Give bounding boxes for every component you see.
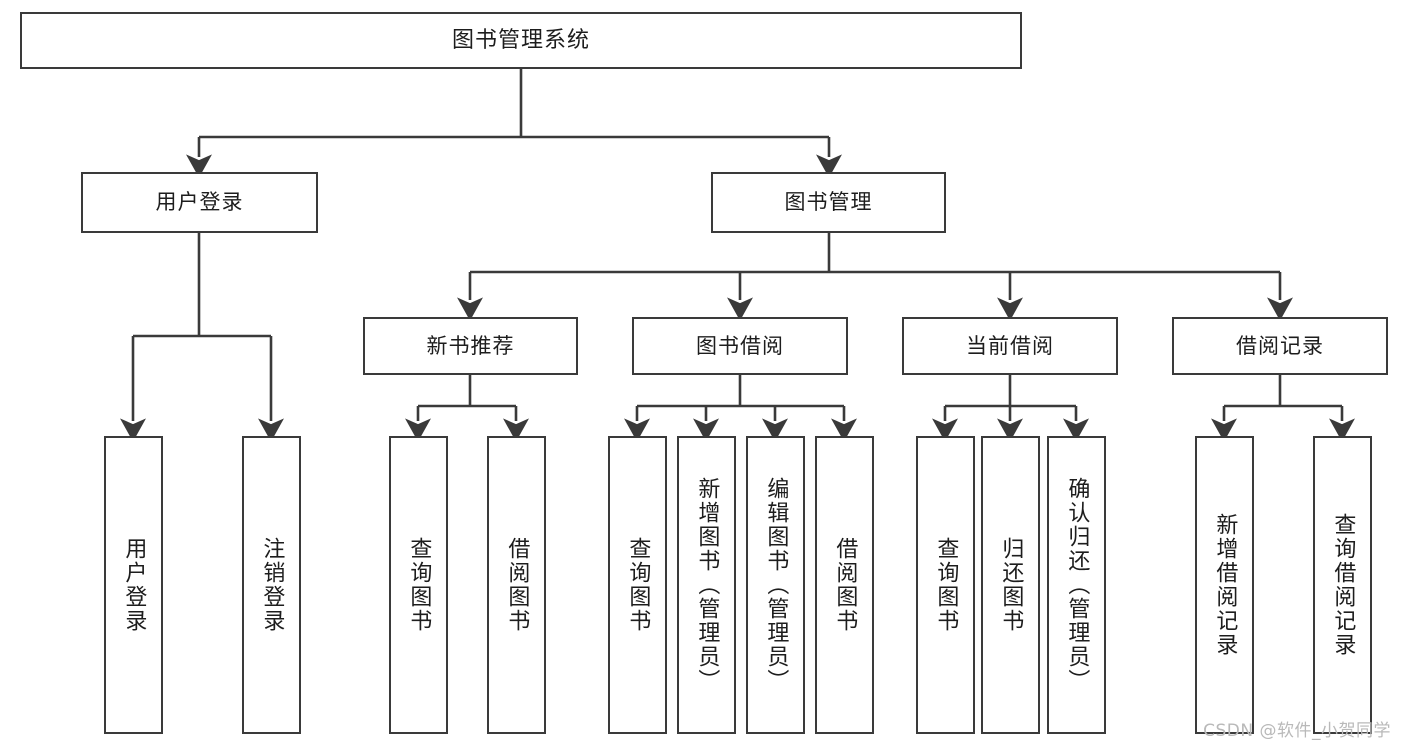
- leaf-add-borrow-record[interactable]: 新增借阅记录: [1195, 436, 1254, 734]
- leaf-query-book-current[interactable]: 查询图书: [916, 436, 975, 734]
- csdn-watermark: CSDN @软件_小贺同学: [1203, 721, 1391, 741]
- node-label: 借阅图书: [832, 537, 858, 633]
- node-borrow-record[interactable]: 借阅记录: [1172, 317, 1388, 375]
- leaf-edit-book-admin[interactable]: 编辑图书（管理员）: [746, 436, 805, 734]
- node-label: 用户登录: [155, 190, 244, 215]
- node-book-borrow[interactable]: 图书借阅: [632, 317, 848, 375]
- leaf-query-book-borrow[interactable]: 查询图书: [608, 436, 667, 734]
- node-label: 图书借阅: [696, 333, 784, 358]
- node-label: 查询图书: [933, 537, 959, 633]
- node-label: 确认归还（管理员）: [1064, 477, 1090, 693]
- node-label: 新增图书（管理员）: [694, 477, 720, 693]
- leaf-add-book-admin[interactable]: 新增图书（管理员）: [677, 436, 736, 734]
- node-label: 图书管理系统: [451, 27, 590, 53]
- node-user-login[interactable]: 用户登录: [81, 172, 318, 233]
- node-label: 查询图书: [406, 537, 432, 633]
- node-label: 借阅图书: [504, 537, 530, 633]
- node-label: 新增借阅记录: [1212, 513, 1238, 657]
- leaf-borrow-book[interactable]: 借阅图书: [815, 436, 874, 734]
- node-root-book-management-system[interactable]: 图书管理系统: [20, 12, 1022, 69]
- leaf-logout-login[interactable]: 注销登录: [242, 436, 301, 734]
- leaf-confirm-return-admin[interactable]: 确认归还（管理员）: [1047, 436, 1106, 734]
- node-current-borrow[interactable]: 当前借阅: [902, 317, 1118, 375]
- node-label: 新书推荐: [426, 333, 515, 358]
- node-label: 借阅记录: [1236, 333, 1324, 358]
- node-label: 当前借阅: [966, 333, 1054, 358]
- leaf-query-borrow-record[interactable]: 查询借阅记录: [1313, 436, 1372, 734]
- leaf-borrow-book-recommend[interactable]: 借阅图书: [487, 436, 546, 734]
- node-book-manage[interactable]: 图书管理: [711, 172, 946, 233]
- node-label: 查询图书: [625, 537, 651, 633]
- leaf-user-login[interactable]: 用户登录: [104, 436, 163, 734]
- leaf-query-book-recommend[interactable]: 查询图书: [389, 436, 448, 734]
- node-label: 归还图书: [998, 537, 1024, 633]
- node-label: 图书管理: [784, 190, 873, 215]
- leaf-return-book[interactable]: 归还图书: [981, 436, 1040, 734]
- node-label: 编辑图书（管理员）: [763, 477, 789, 693]
- node-new-book-recommend[interactable]: 新书推荐: [363, 317, 578, 375]
- node-label: 查询借阅记录: [1330, 513, 1356, 657]
- node-label: 用户登录: [121, 537, 147, 633]
- node-label: 注销登录: [259, 537, 285, 633]
